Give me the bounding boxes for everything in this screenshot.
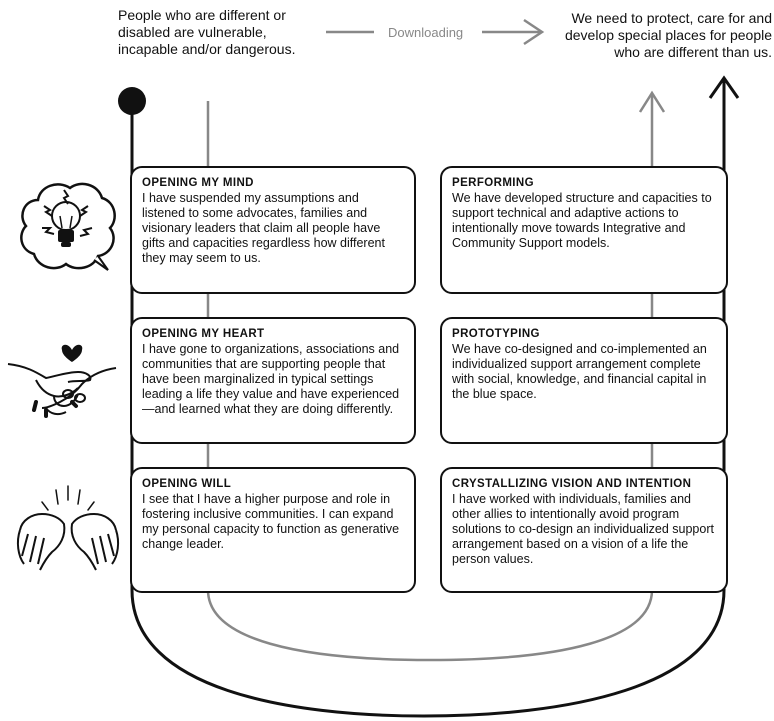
performing-box: PERFORMING We have developed structure a… [440,166,728,294]
prototyping-title: PROTOTYPING [452,328,540,340]
inner-u-path [206,94,654,662]
opening-will-box: OPENING WILL I see that I have a higher … [130,467,416,593]
inner-arrow-head [638,90,666,113]
outer-u-path [130,80,726,718]
opening-heart-box: OPENING MY HEART I have gone to organiza… [130,317,416,444]
open-hands-icon [16,485,120,571]
opening-mind-body: I have suspended my assumptions and list… [142,191,385,265]
downloading-arrow [326,18,545,46]
opening-mind-title: OPENING MY MIND [142,177,254,189]
prototyping-body: We have co-designed and co-implemented a… [452,342,707,401]
left-statement: People who are different or disabled are… [118,7,296,57]
downloading-label: Downloading [388,25,464,40]
holding-hands-heart-icon [7,344,117,418]
outer-arrow-head [708,75,740,99]
crystallizing-body: I have worked with individuals, families… [452,492,714,566]
opening-will-title: OPENING WILL [142,478,232,490]
crystallizing-box: CRYSTALLIZING VISION AND INTENTION I hav… [440,467,728,593]
performing-title: PERFORMING [452,177,534,189]
crystallizing-title: CRYSTALLIZING VISION AND INTENTION [452,478,692,490]
lightbulb-icon [20,182,116,271]
right-statement: We need to protect, care for and develop… [564,10,772,60]
opening-heart-body: I have gone to organizations, associatio… [142,342,400,416]
opening-mind-box: OPENING MY MIND I have suspended my assu… [130,166,416,294]
opening-will-body: I see that I have a higher purpose and r… [142,492,400,551]
opening-heart-title: OPENING MY HEART [142,328,265,340]
performing-body: We have developed structure and capaciti… [452,191,712,250]
prototyping-box: PROTOTYPING We have co-designed and co-i… [440,317,728,444]
